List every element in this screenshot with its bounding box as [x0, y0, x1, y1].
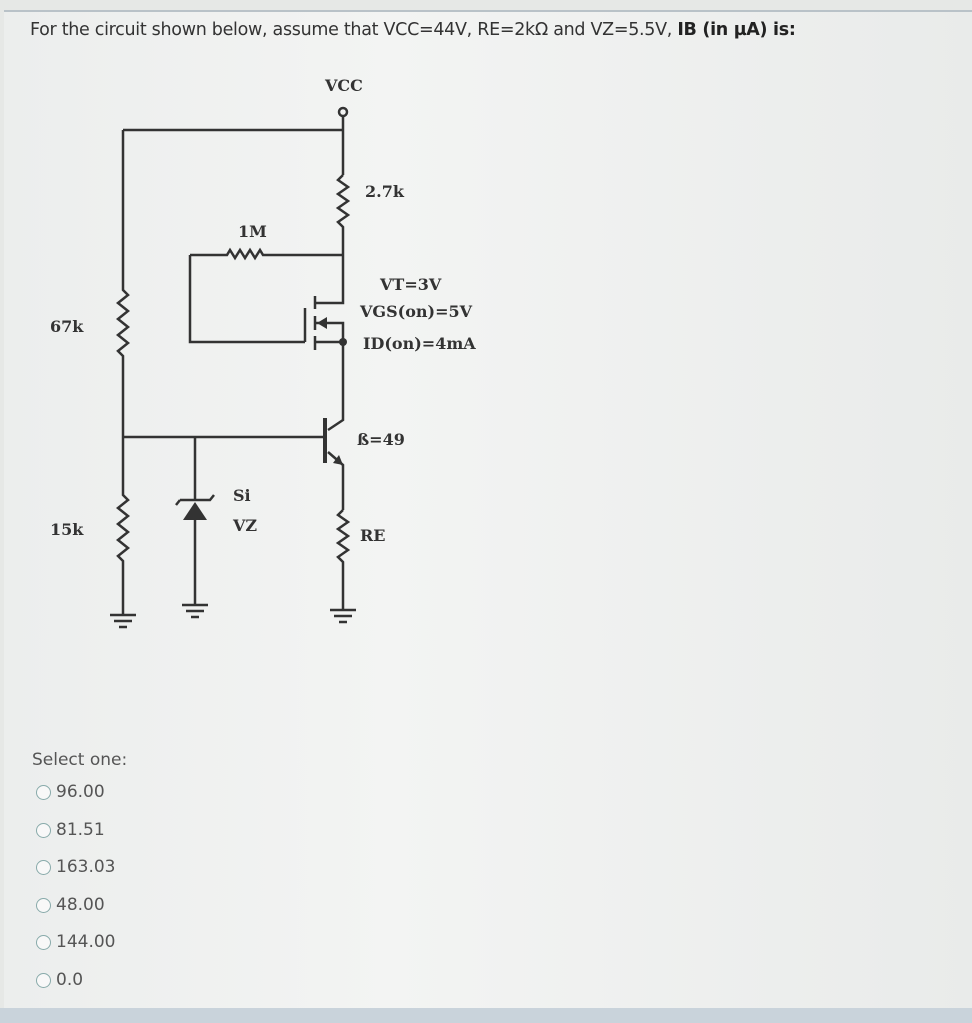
- option-label: 81.51: [56, 820, 105, 840]
- label-diode-type: Si: [233, 486, 251, 505]
- question-body: For the circuit shown below, assume that…: [30, 20, 678, 40]
- option-label: 144.00: [56, 932, 116, 952]
- radio-button[interactable]: [36, 972, 51, 988]
- answer-option[interactable]: 0.0: [36, 970, 83, 990]
- select-one-label: Select one:: [32, 750, 128, 770]
- label-r2: 15k: [50, 520, 84, 539]
- radio-button[interactable]: [36, 897, 51, 913]
- answer-option[interactable]: 48.00: [36, 895, 105, 915]
- question-text: For the circuit shown below, assume that…: [30, 20, 796, 40]
- label-rg: 1M: [238, 222, 267, 241]
- label-id: ID(on)=4mA: [363, 334, 476, 353]
- bottom-bar: [0, 1008, 972, 1023]
- question-emphasis: IB (in µA) is:: [677, 20, 796, 40]
- resistor-rc: [335, 174, 351, 255]
- ground-divider: [110, 613, 136, 629]
- answer-option[interactable]: 144.00: [36, 932, 115, 952]
- mosfet-arrow: [317, 317, 327, 329]
- radio-button[interactable]: [36, 934, 51, 950]
- wire-top: [123, 116, 345, 175]
- zener-bar: [175, 494, 215, 506]
- mosfet-terminals: [315, 255, 345, 344]
- option-label: 96.00: [56, 782, 105, 802]
- option-label: 163.03: [56, 857, 116, 877]
- zener-diode-icon: [183, 502, 207, 520]
- bjt-emitter-arrow: [333, 455, 343, 465]
- option-label: 48.00: [56, 895, 105, 915]
- ground-re: [330, 608, 356, 624]
- label-re: RE: [360, 526, 386, 545]
- label-vz: VZ: [232, 516, 257, 535]
- label-vcc: VCC: [324, 76, 363, 95]
- vcc-terminal: [337, 106, 349, 118]
- radio-button[interactable]: [36, 784, 51, 800]
- label-r1: 67k: [50, 317, 84, 336]
- option-label: 0.0: [56, 970, 84, 990]
- radio-button[interactable]: [36, 822, 51, 838]
- resistor-rg: [190, 247, 343, 261]
- wire-gate: [188, 255, 305, 344]
- answer-option[interactable]: 96.00: [36, 782, 105, 802]
- wire-collector: [327, 342, 345, 432]
- label-rc: 2.7k: [365, 182, 405, 201]
- resistor-re: [335, 509, 351, 610]
- label-vgs: VGS(on)=5V: [359, 302, 473, 321]
- label-beta: ß=49: [357, 430, 405, 449]
- label-vt: VT=3V: [379, 275, 442, 294]
- answer-option[interactable]: 81.51: [36, 820, 105, 840]
- quiz-page: [4, 10, 972, 1012]
- resistor-divider: [115, 130, 131, 615]
- answer-option[interactable]: 163.03: [36, 857, 115, 877]
- ground-zener: [182, 603, 208, 619]
- radio-button[interactable]: [36, 859, 51, 875]
